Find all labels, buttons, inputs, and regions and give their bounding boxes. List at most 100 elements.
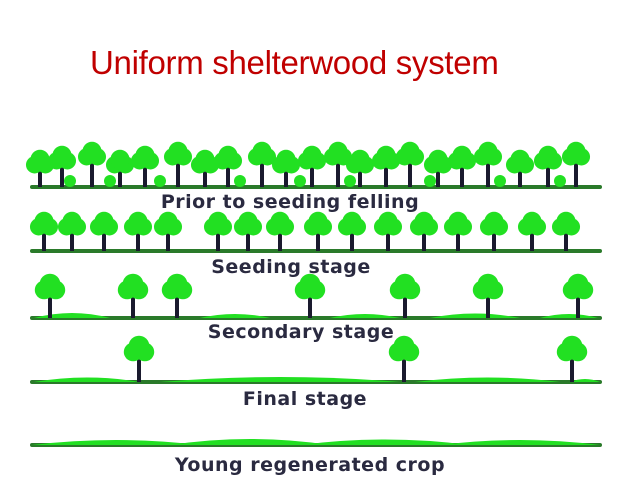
tree-canopy bbox=[510, 149, 530, 169]
regeneration-patch bbox=[32, 440, 200, 445]
stage-row-final-stage bbox=[30, 335, 602, 384]
tree-canopy bbox=[158, 211, 178, 231]
tree-canopy bbox=[128, 335, 150, 357]
tree bbox=[562, 273, 594, 318]
tree-canopy bbox=[561, 335, 583, 357]
tree-canopy bbox=[195, 149, 215, 169]
tree-canopy bbox=[252, 141, 272, 161]
tree bbox=[556, 335, 588, 382]
tree bbox=[47, 145, 77, 187]
tree-canopy bbox=[556, 211, 576, 231]
tree-canopy bbox=[428, 149, 448, 169]
tree bbox=[190, 149, 220, 187]
tree bbox=[551, 211, 581, 251]
tree-canopy bbox=[110, 149, 130, 169]
tree bbox=[395, 141, 425, 187]
tree-canopy bbox=[94, 211, 114, 231]
regeneration-patch bbox=[170, 439, 330, 445]
regeneration-patch bbox=[200, 314, 270, 318]
tree bbox=[447, 145, 477, 187]
undergrowth bbox=[554, 175, 566, 187]
tree bbox=[561, 141, 591, 187]
tree bbox=[389, 273, 421, 318]
tree bbox=[345, 149, 375, 187]
tree-canopy bbox=[566, 141, 586, 161]
stage-row-young-regenerated-crop bbox=[30, 439, 602, 447]
tree bbox=[247, 141, 277, 187]
stage-row-seeding-stage bbox=[29, 211, 602, 253]
tree bbox=[233, 211, 263, 251]
tree-canopy bbox=[478, 141, 498, 161]
tree-canopy bbox=[567, 273, 589, 295]
tree-canopy bbox=[394, 273, 416, 295]
tree bbox=[34, 273, 66, 318]
tree bbox=[294, 273, 326, 318]
tree bbox=[472, 273, 504, 318]
tree bbox=[153, 211, 183, 251]
tree bbox=[161, 273, 193, 318]
tree-canopy bbox=[82, 141, 102, 161]
tree-canopy bbox=[218, 145, 238, 165]
regeneration-patch bbox=[430, 313, 520, 318]
tree-canopy bbox=[30, 149, 50, 169]
undergrowth bbox=[294, 175, 306, 187]
tree-canopy bbox=[538, 145, 558, 165]
regeneration-patch bbox=[330, 314, 400, 318]
tree bbox=[337, 211, 367, 251]
tree-canopy bbox=[276, 149, 296, 169]
tree-canopy bbox=[393, 335, 415, 357]
tree-canopy bbox=[484, 211, 504, 231]
tree-canopy bbox=[52, 145, 72, 165]
undergrowth bbox=[104, 175, 116, 187]
stage-row-prior-to-seeding-felling bbox=[25, 141, 602, 189]
regeneration-patch bbox=[160, 377, 400, 382]
stage-label-secondary-stage: Secondary stage bbox=[208, 321, 394, 343]
tree-canopy bbox=[302, 145, 322, 165]
regeneration-patch bbox=[300, 439, 470, 445]
tree bbox=[117, 273, 149, 318]
regeneration-patch bbox=[570, 379, 600, 382]
tree-canopy bbox=[122, 273, 144, 295]
stage-label-final-stage: Final stage bbox=[243, 388, 367, 410]
regeneration-patch bbox=[34, 377, 140, 382]
stage-row-secondary-stage bbox=[30, 273, 602, 320]
undergrowth bbox=[344, 175, 356, 187]
undergrowth bbox=[234, 175, 246, 187]
tree-canopy bbox=[238, 211, 258, 231]
tree bbox=[409, 211, 439, 251]
tree-canopy bbox=[400, 141, 420, 161]
tree-canopy bbox=[342, 211, 362, 231]
regeneration-patch bbox=[415, 377, 560, 382]
tree bbox=[130, 145, 160, 187]
tree-canopy bbox=[208, 211, 228, 231]
tree-canopy bbox=[452, 145, 472, 165]
stage-label-young-regenerated-crop: Young regenerated crop bbox=[174, 454, 445, 476]
tree-canopy bbox=[378, 211, 398, 231]
tree-canopy bbox=[522, 211, 542, 231]
tree bbox=[443, 211, 473, 251]
tree bbox=[473, 141, 503, 187]
tree bbox=[297, 145, 327, 187]
tree bbox=[505, 149, 535, 187]
tree-canopy bbox=[166, 273, 188, 295]
tree bbox=[303, 211, 333, 251]
undergrowth bbox=[64, 175, 76, 187]
stage-label-seeding-stage: Seeding stage bbox=[211, 256, 371, 278]
tree bbox=[371, 145, 401, 187]
tree bbox=[123, 335, 155, 382]
tree-canopy bbox=[62, 211, 82, 231]
tree-canopy bbox=[308, 211, 328, 231]
tree bbox=[203, 211, 233, 251]
tree bbox=[123, 211, 153, 251]
stage-label-prior-to-seeding-felling: Prior to seeding felling bbox=[161, 191, 419, 213]
tree bbox=[77, 141, 107, 187]
tree bbox=[373, 211, 403, 251]
tree bbox=[213, 145, 243, 187]
undergrowth bbox=[494, 175, 506, 187]
tree bbox=[265, 211, 295, 251]
slide-title: Uniform shelterwood system bbox=[90, 44, 499, 81]
tree-canopy bbox=[34, 211, 54, 231]
tree-canopy bbox=[299, 273, 321, 295]
tree bbox=[25, 149, 55, 187]
